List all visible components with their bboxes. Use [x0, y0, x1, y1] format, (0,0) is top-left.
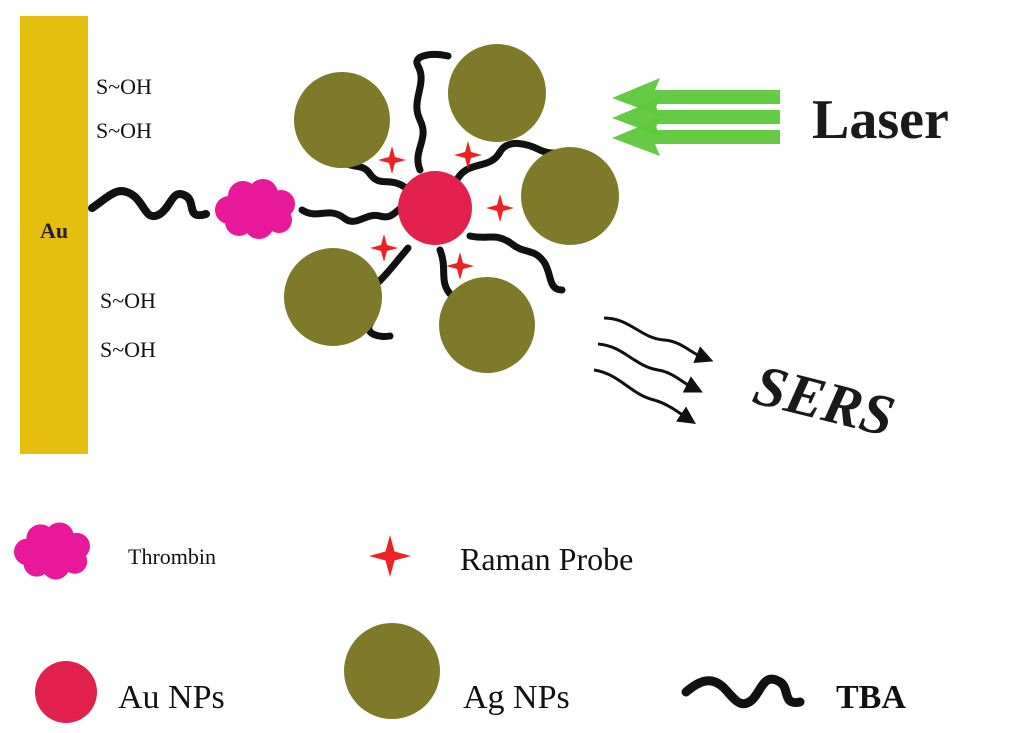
thrombin-blob — [215, 179, 295, 239]
sers-label: SERS — [748, 352, 901, 449]
au-np-core — [398, 171, 472, 245]
raman-probe — [370, 234, 398, 262]
surface-group-label: S~OH — [100, 337, 156, 362]
tba-strand — [298, 202, 408, 225]
legend-tba-icon — [681, 674, 805, 709]
legend-thrombin-label: Thrombin — [128, 544, 216, 569]
legend-au-nps-label: Au NPs — [118, 679, 225, 716]
legend-ag-np-icon — [344, 623, 440, 719]
ag-nps-cluster — [284, 44, 619, 373]
tba-strand — [88, 187, 210, 220]
ag-np — [439, 277, 535, 373]
legend-raman-probe-icon — [369, 535, 411, 577]
surface-group-label: S~OH — [96, 74, 152, 99]
surface-groups-top: S~OH S~OH — [96, 74, 152, 143]
tba-strand — [466, 232, 566, 294]
legend-tba-label: TBA — [836, 679, 906, 716]
ag-np — [294, 72, 390, 168]
legend-raman-probe-label: Raman Probe — [460, 541, 633, 577]
gold-electrode-bar — [20, 16, 88, 454]
surface-group-label: S~OH — [100, 288, 156, 313]
ag-np — [284, 248, 382, 346]
legend-thrombin-icon — [13, 522, 90, 580]
raman-probe — [378, 146, 406, 174]
raman-probe — [486, 194, 514, 222]
electrode-label: Au — [40, 218, 68, 243]
ag-np — [448, 44, 546, 142]
sers-wave-arrows — [593, 316, 714, 424]
laser-arrows — [612, 78, 780, 156]
laser-label: Laser — [812, 89, 949, 151]
surface-groups-bottom: S~OH S~OH — [100, 288, 156, 362]
tba-strand — [413, 50, 452, 174]
legend-au-np-icon — [35, 661, 97, 723]
ag-np — [521, 147, 619, 245]
raman-probe — [446, 252, 474, 280]
legend-ag-nps-label: Ag NPs — [463, 679, 570, 716]
legend: Thrombin Raman Probe Au NPs Ag NPs TBA — [13, 522, 906, 723]
surface-group-label: S~OH — [96, 118, 152, 143]
